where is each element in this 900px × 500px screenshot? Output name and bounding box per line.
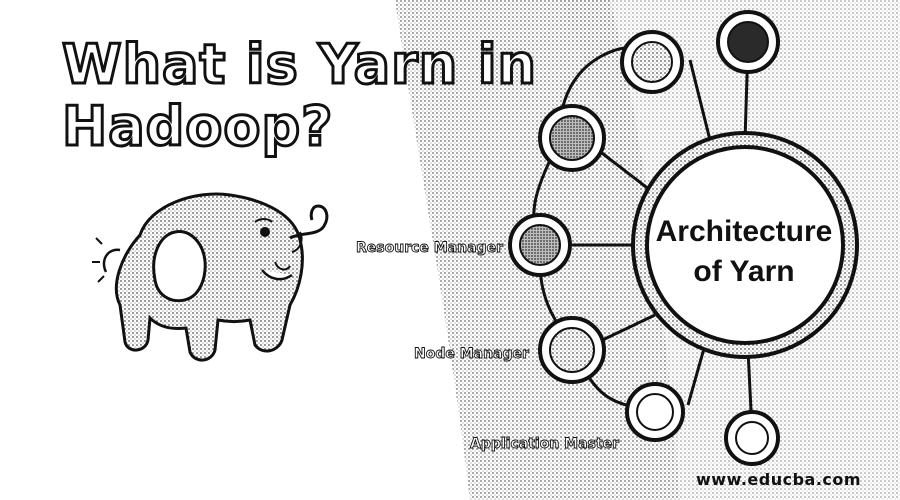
node-bottom-right-inner xyxy=(735,421,769,455)
title-line-1: What is Yarn in xyxy=(61,32,538,97)
page-title: What is Yarn in Hadoop? xyxy=(61,32,538,159)
node-resource-manager-inner xyxy=(519,224,561,266)
label-application-master: Application Master xyxy=(470,436,620,453)
label-resource-manager: Resource Manager xyxy=(356,240,504,257)
architecture-hub xyxy=(645,145,845,345)
architecture-label-line-2: of Yarn xyxy=(693,255,795,288)
architecture-label: Architecture of Yarn xyxy=(640,212,848,292)
title-line-2: Hadoop? xyxy=(61,94,334,159)
node-top-right-inner xyxy=(727,21,769,63)
node-node-manager-inner xyxy=(549,327,595,373)
connector-spoke-4 xyxy=(688,59,712,141)
footer-url: www.educba.com xyxy=(696,470,862,489)
hadoop-elephant-icon xyxy=(92,192,329,362)
connector-spoke-6 xyxy=(686,344,707,406)
node-upper-left-inner xyxy=(549,115,595,161)
architecture-label-line-1: Architecture xyxy=(655,215,833,248)
label-node-manager: Node Manager xyxy=(414,346,530,363)
node-top-left-inner xyxy=(631,41,673,83)
node-application-master-inner xyxy=(636,393,674,431)
